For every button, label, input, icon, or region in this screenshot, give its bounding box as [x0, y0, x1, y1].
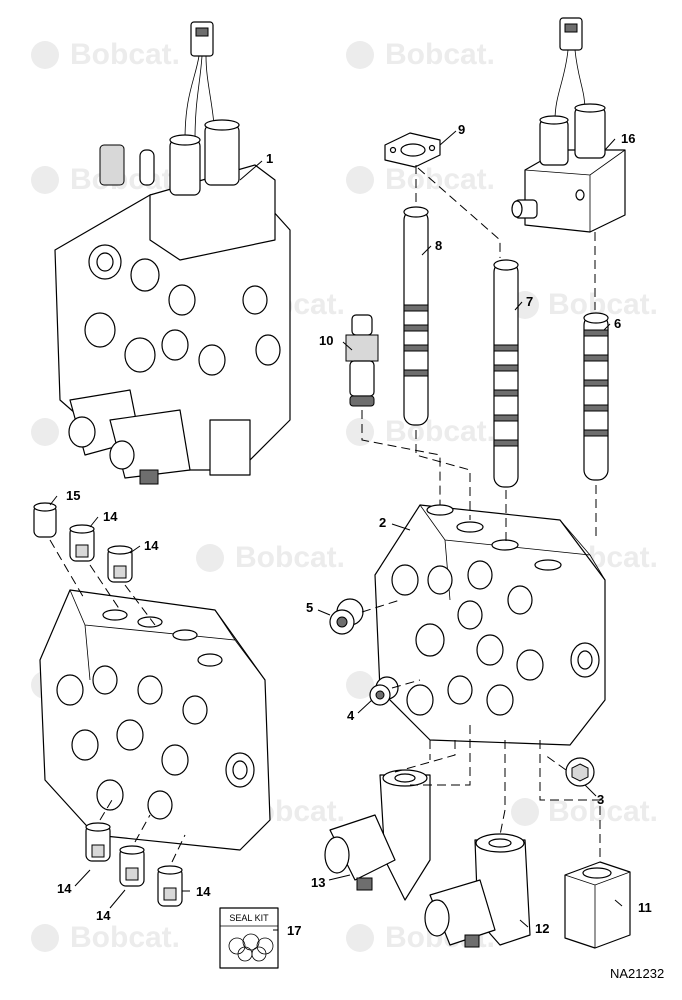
- watermark-text: Bobcat.: [385, 163, 495, 196]
- callout-8: 8: [435, 238, 442, 253]
- solenoid-valve-13: [324, 769, 431, 901]
- relief-valve-10: [345, 314, 379, 407]
- plug-3: [565, 757, 595, 787]
- watermark-text: Bobcat.: [235, 541, 345, 574]
- fitting-14: [85, 822, 111, 862]
- valve-body-2: [374, 504, 606, 746]
- seal-kit: SEAL KIT: [219, 907, 279, 969]
- spool-6: [583, 312, 609, 481]
- assembly-lines: [49, 165, 601, 863]
- callout-4: 4: [347, 708, 355, 723]
- callout-13: 13: [311, 875, 325, 890]
- callout-14: 14: [144, 538, 159, 553]
- watermark: Bobcat.: [346, 415, 495, 448]
- plug-5: [329, 598, 364, 635]
- callout-14: 14: [103, 509, 118, 524]
- watermark-text: Bobcat.: [385, 415, 495, 448]
- valve-assembly: [54, 21, 291, 485]
- figure-code: NA21232: [610, 966, 664, 981]
- callout-9: 9: [458, 122, 465, 137]
- solenoid-valve-12: [424, 833, 531, 948]
- watermark-text: Bobcat.: [70, 921, 180, 954]
- callout-3: 3: [597, 792, 604, 807]
- cap-plate-9: [384, 132, 441, 168]
- coil-11: [564, 861, 631, 949]
- callout-14: 14: [196, 884, 211, 899]
- callout-14: 14: [96, 908, 111, 923]
- seal-kit-label: SEAL KIT: [229, 913, 269, 923]
- fitting-14: [69, 524, 95, 562]
- fitting-15: [33, 502, 57, 538]
- callouts: 1 16 9 8 7 6 10 2 5 4 3 11 12 13 17 15 1…: [57, 122, 652, 938]
- watermark: Bobcat.: [511, 795, 658, 828]
- watermark-text: Bobcat.: [70, 38, 180, 71]
- callout-17: 17: [287, 923, 301, 938]
- spool-7: [493, 259, 519, 488]
- watermark: Bobcat.: [196, 541, 345, 574]
- spool-8: [403, 206, 429, 426]
- watermark: Bobcat.: [31, 921, 180, 954]
- callout-10: 10: [319, 333, 333, 348]
- callout-6: 6: [614, 316, 621, 331]
- callout-1: 1: [266, 151, 273, 166]
- callout-2: 2: [379, 515, 386, 530]
- callout-5: 5: [306, 600, 313, 615]
- callout-12: 12: [535, 921, 549, 936]
- solenoid-valve-16: [511, 17, 626, 233]
- callout-7: 7: [526, 294, 533, 309]
- valve-body-underside: [39, 589, 271, 851]
- watermark: Bobcat.: [346, 38, 495, 71]
- watermark: Bobcat.: [31, 38, 180, 71]
- callout-11: 11: [638, 900, 652, 915]
- callout-16: 16: [621, 131, 635, 146]
- watermark-text: Bobcat.: [70, 163, 180, 196]
- watermark: Bobcat.: [31, 163, 180, 196]
- callout-14: 14: [57, 881, 72, 896]
- watermark-text: Bobcat.: [385, 38, 495, 71]
- fitting-14: [157, 865, 183, 907]
- fitting-14: [119, 845, 145, 887]
- plug-4: [369, 676, 399, 706]
- leader-lines: [49, 130, 623, 931]
- callout-15: 15: [66, 488, 80, 503]
- watermark: Bobcat.: [346, 163, 495, 196]
- fitting-14: [107, 545, 133, 583]
